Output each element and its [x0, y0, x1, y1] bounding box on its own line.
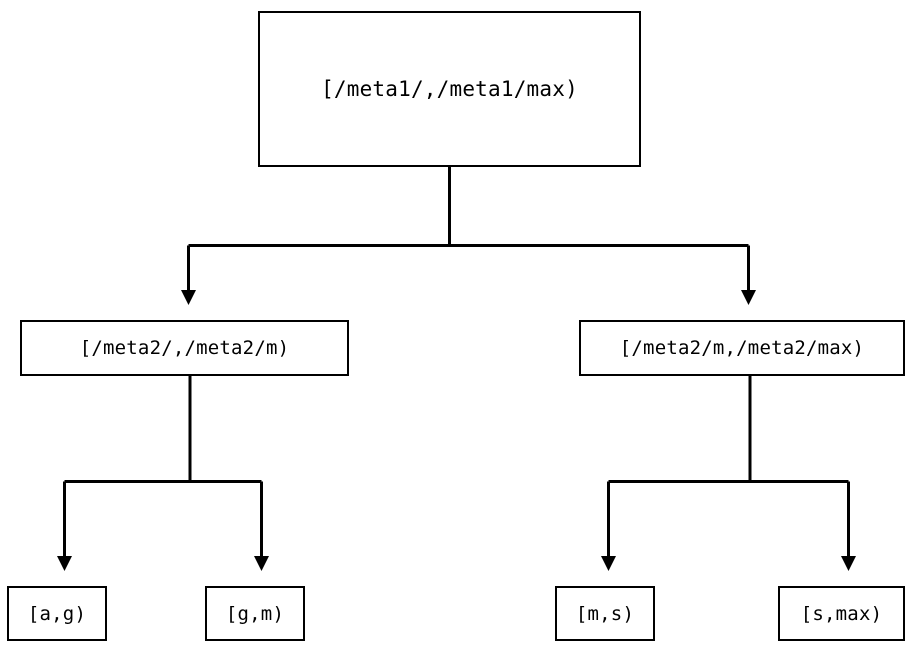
tree-node-leaf-ag[interactable]: [a,g) [7, 586, 107, 641]
tree-node-right-mid[interactable]: [/meta2/m,/meta2/max) [579, 320, 905, 376]
tree-node-root[interactable]: [/meta1/,/meta1/max) [258, 11, 641, 167]
tree-node-root-label: [/meta1/,/meta1/max) [321, 77, 578, 101]
arrowhead-right-mid-to-leaf-ms [601, 556, 616, 571]
arrowhead-root-to-left-mid [181, 290, 196, 305]
tree-node-leaf-smax[interactable]: [s,max) [778, 586, 905, 641]
tree-node-leaf-ag-label: [a,g) [27, 602, 87, 625]
tree-node-left-mid[interactable]: [/meta2/,/meta2/m) [20, 320, 349, 376]
tree-node-leaf-ms[interactable]: [m,s) [555, 586, 655, 641]
tree-node-left-mid-label: [/meta2/,/meta2/m) [79, 337, 290, 359]
tree-node-leaf-gm[interactable]: [g,m) [205, 586, 305, 641]
tree-node-leaf-ms-label: [m,s) [575, 602, 635, 625]
arrowhead-right-mid-to-leaf-smax [841, 556, 856, 571]
tree-node-right-mid-label: [/meta2/m,/meta2/max) [619, 337, 865, 359]
arrowhead-left-mid-to-leaf-ag [57, 556, 72, 571]
arrowhead-root-to-right-mid [741, 290, 756, 305]
tree-node-leaf-smax-label: [s,max) [800, 602, 883, 625]
tree-node-leaf-gm-label: [g,m) [225, 602, 285, 625]
arrowhead-left-mid-to-leaf-gm [254, 556, 269, 571]
